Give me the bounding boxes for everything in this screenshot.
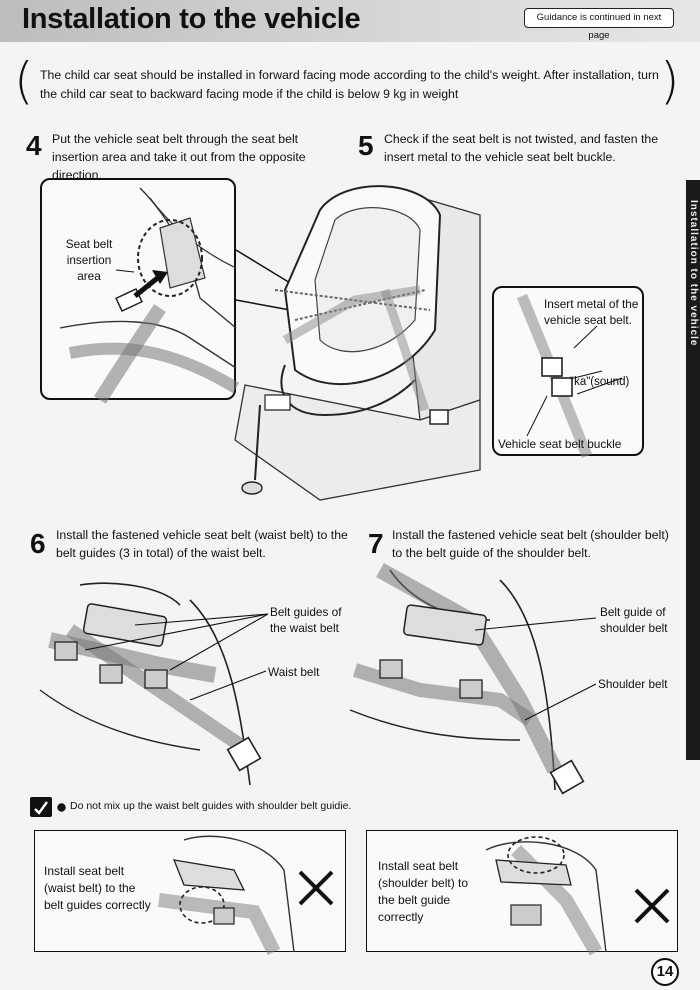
wrong-example-2-text: Install seat belt (shoulder belt) to the…: [378, 858, 468, 926]
belt-guide-shoulder-line-1: Belt guide of: [600, 605, 666, 619]
wrong-example-1-line-3: belt guides correctly: [44, 898, 151, 912]
shoulder-belt-label: Shoulder belt: [598, 677, 668, 691]
step-7-illustration: [349, 563, 597, 795]
seat-belt-insertion-label: Seat belt insertion area: [62, 236, 116, 284]
waist-belt-label: Waist belt: [268, 665, 320, 679]
step-6-illustration: [39, 582, 269, 786]
wrong-example-2-line-2: (shoulder belt) to: [378, 876, 469, 890]
continued-badge: Guidance is continued in next page: [524, 8, 674, 41]
side-tab: Installation to the vehicle: [686, 180, 700, 760]
wrong-example-1-illustration: [158, 835, 334, 956]
page-title: Installation to the vehicle: [22, 3, 361, 35]
page-number: 14: [651, 958, 679, 986]
insertion-label-line-2: insertion: [66, 253, 112, 267]
insertion-label-line-3: area: [77, 269, 101, 283]
ka-sound-label: "ka"(sound): [570, 376, 630, 388]
step-6-number: 6: [30, 528, 46, 559]
insert-metal-label: Insert metal of the vehicle seat belt.: [544, 296, 644, 328]
belt-guides-waist-line-2: the waist belt: [270, 621, 339, 635]
step-4-illustration-frame: [40, 178, 236, 400]
wrong-example-1-line-1: Install seat belt: [44, 864, 125, 878]
side-tab-label: Installation to the vehicle: [688, 200, 699, 347]
wrong-example-1-line-2: (waist belt) to the: [44, 881, 136, 895]
right-parenthesis: ): [660, 52, 680, 110]
belt-guides-waist-line-1: Belt guides of: [270, 605, 342, 619]
step-5-detail-illustration: [516, 293, 623, 459]
wrong-example-2-line-4: correctly: [378, 910, 424, 924]
insert-metal-line-1: Insert metal of the: [544, 297, 639, 311]
step-7-number: 7: [368, 528, 384, 559]
belt-guide-shoulder-label: Belt guide of shoulder belt: [600, 604, 668, 636]
step-5-text: Check if the seat belt is not twisted, a…: [384, 132, 659, 164]
bullet-icon: [57, 803, 66, 812]
step-4-number: 4: [26, 130, 42, 161]
wrong-example-2-line-1: Install seat belt: [378, 859, 459, 873]
insert-metal-line-2: vehicle seat belt.: [544, 313, 632, 327]
step-5-detail-frame: [492, 286, 644, 456]
step-7-text: Install the fastened vehicle seat belt (…: [392, 528, 669, 560]
wrong-example-2-line-3: the belt guide: [378, 893, 451, 907]
belt-guide-shoulder-line-2: shoulder belt: [600, 621, 668, 635]
step-6-text: Install the fastened vehicle seat belt (…: [56, 528, 348, 560]
child-seat-illustration: [234, 185, 481, 501]
caution-text: Do not mix up the waist belt guides with…: [70, 800, 352, 812]
step-5-number: 5: [358, 130, 374, 161]
intro-text: The child car seat should be installed i…: [40, 68, 659, 101]
buckle-label: Vehicle seat belt buckle: [498, 437, 622, 451]
wrong-example-2-illustration: [485, 836, 670, 956]
step-4-illustration: [59, 187, 240, 404]
wrong-example-1-frame: [34, 830, 346, 952]
left-parenthesis: (: [14, 52, 34, 110]
insertion-label-line-1: Seat belt: [65, 237, 113, 251]
caution-icon: [30, 797, 52, 817]
belt-guides-waist-label: Belt guides of the waist belt: [270, 604, 341, 636]
wrong-example-1-text: Install seat belt (waist belt) to the be…: [44, 863, 151, 914]
